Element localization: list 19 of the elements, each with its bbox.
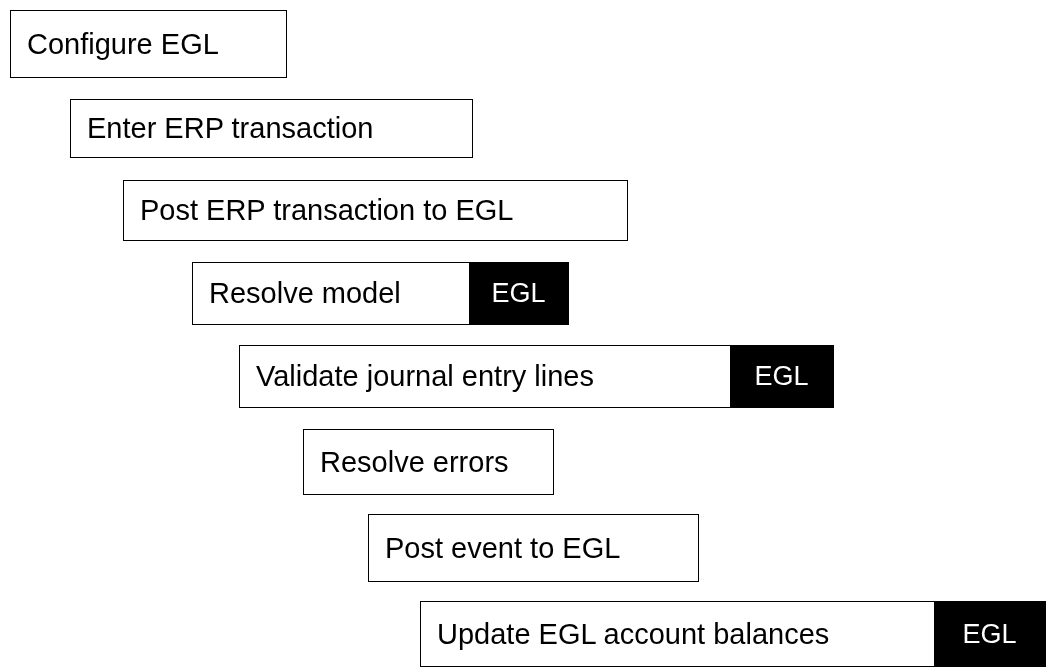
step-box [10,10,287,78]
step-label: Update EGL account balances [436,619,831,649]
step-box [70,99,473,158]
step-label: Configure EGL [26,29,220,59]
step-label: Resolve errors [319,447,510,477]
step-box [192,262,569,325]
system-tag: EGL [469,263,568,324]
system-tag: EGL [730,346,833,407]
step-label: Post event to EGL [384,533,622,563]
step-box [303,429,554,495]
step-box [368,514,699,582]
step-box [123,180,628,241]
system-tag: EGL [934,602,1045,666]
step-label: Validate journal entry lines [255,362,595,391]
step-box [239,345,834,408]
step-box [420,601,1046,667]
step-label: Enter ERP transaction [86,114,375,143]
step-label: Post ERP transaction to EGL [139,196,515,225]
step-label: Resolve model [208,279,402,308]
